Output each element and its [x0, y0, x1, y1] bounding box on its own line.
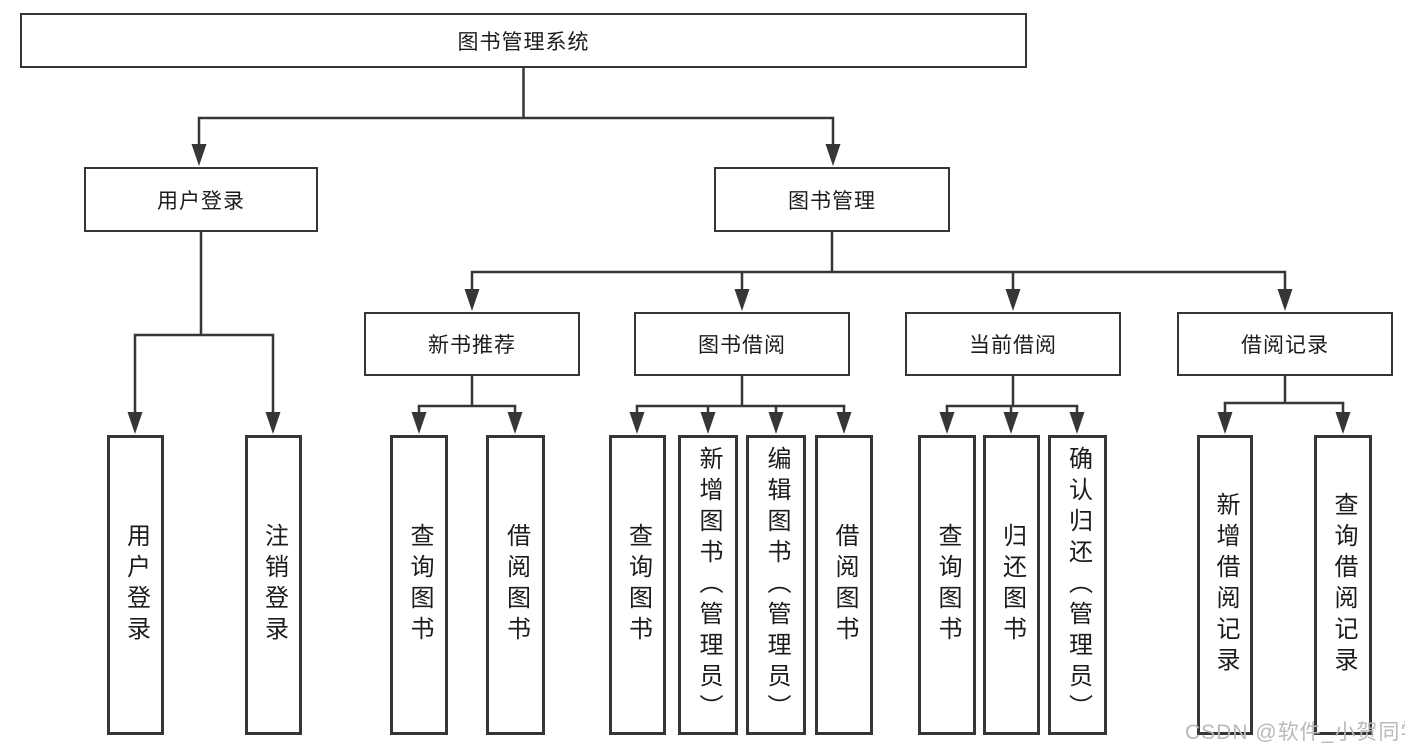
leaf-borrow-books-recommend: 借阅图书 [486, 435, 545, 735]
leaf-label: 查询图书 [624, 523, 652, 647]
leaf-borrow-books-borrowing: 借阅图书 [815, 435, 873, 735]
csdn-watermark: CSDN @软件_小贺同学 [1185, 721, 1405, 744]
node-library-system: 图书管理系统 [20, 13, 1027, 68]
leaf-label: 新增图书（管理员） [695, 445, 722, 725]
leaf-add-borrow-record: 新增借阅记录 [1197, 435, 1253, 735]
node-current-borrowing: 当前借阅 [905, 312, 1121, 376]
leaf-label: 查询图书 [934, 523, 961, 647]
leaf-label: 注销登录 [260, 523, 288, 647]
leaf-query-books-current: 查询图书 [918, 435, 976, 735]
leaf-edit-book-admin: 编辑图书（管理员） [746, 435, 806, 735]
leaf-query-books-recommend: 查询图书 [390, 435, 448, 735]
node-book-borrowing: 图书借阅 [634, 312, 850, 376]
leaf-query-books-borrowing: 查询图书 [609, 435, 666, 735]
leaf-query-borrow-record: 查询借阅记录 [1314, 435, 1372, 735]
leaf-label: 查询图书 [406, 523, 433, 647]
leaf-label: 确认归还（管理员） [1064, 445, 1092, 725]
leaf-label: 编辑图书（管理员） [763, 445, 790, 725]
leaf-label: 借阅图书 [831, 523, 858, 647]
leaf-label: 用户登录 [122, 523, 150, 647]
node-book-management: 图书管理 [714, 167, 950, 232]
node-borrow-records: 借阅记录 [1177, 312, 1393, 376]
leaf-add-book-admin: 新增图书（管理员） [678, 435, 738, 735]
leaf-return-books: 归还图书 [983, 435, 1040, 735]
leaf-label: 查询借阅记录 [1330, 492, 1357, 678]
leaf-label: 归还图书 [998, 523, 1026, 647]
node-user-login: 用户登录 [84, 167, 318, 232]
node-new-book-recommend: 新书推荐 [364, 312, 580, 376]
leaf-confirm-return-admin: 确认归还（管理员） [1048, 435, 1107, 735]
leaf-label: 新增借阅记录 [1212, 492, 1239, 678]
leaf-logout: 注销登录 [245, 435, 302, 735]
leaf-label: 借阅图书 [502, 523, 530, 647]
leaf-user-login: 用户登录 [107, 435, 164, 735]
